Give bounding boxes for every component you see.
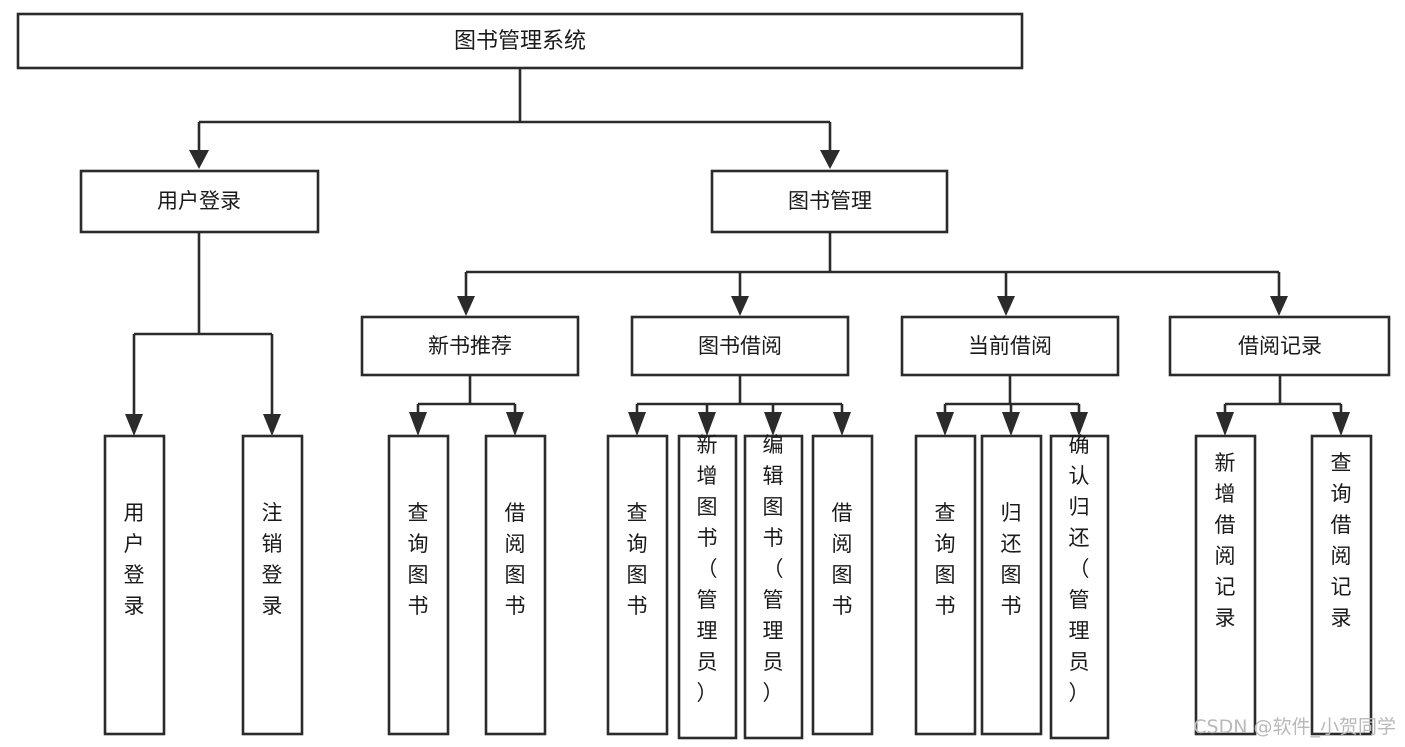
- leaf-query-books-1-label: 查询图书: [408, 501, 429, 618]
- leaf-add-book-admin-box[interactable]: [677, 434, 738, 740]
- arrow-head-book-management: [820, 150, 840, 169]
- arrow-head-leaf-confirm-return-admin: [1070, 412, 1088, 436]
- connector-user-login-to-leaves: [125, 232, 281, 436]
- node-book-management-label: 图书管理: [788, 189, 872, 213]
- leaf-confirm-return-admin-box[interactable]: [1049, 434, 1110, 740]
- arrow-head-leaf-add-borrow-record: [1216, 412, 1234, 436]
- leaf-borrow-books-2-label: 借阅图书: [832, 501, 853, 618]
- leaf-borrow-books-2[interactable]: 借阅图书: [811, 434, 874, 736]
- leaf-query-books-2-box[interactable]: [606, 434, 669, 736]
- node-user-login[interactable]: 用户登录: [79, 169, 320, 234]
- leaf-borrow-books-1-label: 借阅图书: [505, 501, 526, 618]
- node-root-label: 图书管理系统: [454, 29, 586, 54]
- connector-root-to-level2: [189, 68, 840, 169]
- node-current-borrow-label: 当前借阅: [968, 334, 1052, 358]
- arrow-head-leaf-logout: [263, 414, 281, 436]
- arrow-head-leaf-query-books-2: [628, 412, 646, 436]
- node-user-login-box[interactable]: [79, 169, 320, 234]
- arrow-head-borrow-record: [1270, 296, 1288, 316]
- node-root[interactable]: 图书管理系统: [16, 12, 1024, 70]
- leaf-borrow-books-1[interactable]: 借阅图书: [484, 434, 547, 736]
- node-borrow-record-label: 借阅记录: [1238, 334, 1322, 358]
- leaf-edit-book-admin[interactable]: 编辑图书（管理员）: [743, 433, 804, 740]
- leaf-edit-book-admin-label: 编辑图书（管理员）: [763, 433, 784, 705]
- leaf-return-books-label: 归还图书: [1001, 501, 1022, 618]
- leaf-return-books-box[interactable]: [980, 434, 1043, 736]
- leaf-query-borrow-record[interactable]: 查询借阅记录: [1310, 434, 1373, 736]
- leaf-add-borrow-record[interactable]: 新增借阅记录: [1194, 434, 1257, 736]
- leaf-user-login-label: 用户登录: [124, 501, 145, 618]
- leaf-add-book-admin[interactable]: 新增图书（管理员）: [677, 433, 738, 740]
- leaf-logout[interactable]: 注销登录: [241, 434, 304, 736]
- arrow-head-leaf-user-login: [125, 414, 143, 436]
- node-book-management-box[interactable]: [710, 169, 949, 234]
- connector-book-management-to-level3: [457, 232, 1288, 316]
- node-user-login-label: 用户登录: [157, 189, 241, 213]
- node-new-book-recommend-box[interactable]: [360, 315, 580, 377]
- leaf-query-books-2-label: 查询图书: [627, 501, 648, 618]
- connector-current-borrow-to-leaves: [936, 375, 1088, 436]
- arrow-head-leaf-borrow-books-2: [833, 412, 851, 436]
- leaf-user-login-box[interactable]: [103, 434, 166, 736]
- arrow-head-leaf-add-book-admin: [698, 412, 716, 436]
- leaf-borrow-books-2-box[interactable]: [811, 434, 874, 736]
- leaf-edit-book-admin-box[interactable]: [743, 434, 804, 740]
- node-new-book-recommend-label: 新书推荐: [428, 334, 512, 358]
- arrow-head-leaf-query-books-3: [936, 412, 954, 436]
- node-borrow-record[interactable]: 借阅记录: [1168, 315, 1391, 377]
- csdn-watermark: CSDN @软件_小贺同学: [1193, 716, 1396, 738]
- arrow-head-leaf-return-books: [1002, 412, 1020, 436]
- arrow-head-current-borrow: [997, 296, 1015, 316]
- leaf-user-login[interactable]: 用户登录: [103, 434, 166, 736]
- arrow-head-leaf-borrow-books-1: [506, 412, 524, 436]
- node-new-book-recommend[interactable]: 新书推荐: [360, 315, 580, 377]
- leaf-query-borrow-record-label: 查询借阅记录: [1331, 451, 1352, 630]
- leaf-add-borrow-record-label: 新增借阅记录: [1215, 451, 1236, 630]
- leaf-logout-box[interactable]: [241, 434, 304, 736]
- node-borrow-record-box[interactable]: [1168, 315, 1391, 377]
- leaf-query-books-1[interactable]: 查询图书: [387, 434, 450, 736]
- leaf-query-books-1-box[interactable]: [387, 434, 450, 736]
- arrow-head-user-login: [189, 150, 209, 169]
- leaf-confirm-return-admin[interactable]: 确认归还（管理员）: [1049, 433, 1110, 740]
- leaf-query-books-2[interactable]: 查询图书: [606, 434, 669, 736]
- arrow-head-leaf-query-books-1: [409, 412, 427, 436]
- node-book-management[interactable]: 图书管理: [710, 169, 949, 234]
- connector-new-book-recommend-to-leaves: [409, 375, 524, 436]
- leaf-return-books[interactable]: 归还图书: [980, 434, 1043, 736]
- connector-borrow-record-to-leaves: [1216, 375, 1350, 436]
- node-current-borrow-box[interactable]: [900, 315, 1120, 377]
- leaf-borrow-books-1-box[interactable]: [484, 434, 547, 736]
- connector-book-borrow-to-leaves: [628, 375, 851, 436]
- node-book-borrow-box[interactable]: [630, 315, 850, 377]
- leaf-query-books-3-box[interactable]: [914, 434, 977, 736]
- leaf-confirm-return-admin-label: 确认归还（管理员）: [1069, 433, 1090, 705]
- node-book-borrow[interactable]: 图书借阅: [630, 315, 850, 377]
- node-current-borrow[interactable]: 当前借阅: [900, 315, 1120, 377]
- leaf-logout-label: 注销登录: [262, 501, 283, 618]
- arrow-head-new-book-recommend: [457, 296, 475, 316]
- node-root-box[interactable]: [16, 12, 1024, 70]
- leaf-query-borrow-record-box[interactable]: [1310, 434, 1373, 736]
- leaf-add-borrow-record-box[interactable]: [1194, 434, 1257, 736]
- arrow-head-leaf-query-borrow-record: [1332, 412, 1350, 436]
- node-book-borrow-label: 图书借阅: [698, 334, 782, 358]
- leaf-query-books-3-label: 查询图书: [935, 501, 956, 618]
- leaf-add-book-admin-label: 新增图书（管理员）: [697, 433, 718, 705]
- arrow-head-book-borrow: [731, 296, 749, 316]
- leaf-query-books-3[interactable]: 查询图书: [914, 434, 977, 736]
- arrow-head-leaf-edit-book-admin: [764, 412, 782, 436]
